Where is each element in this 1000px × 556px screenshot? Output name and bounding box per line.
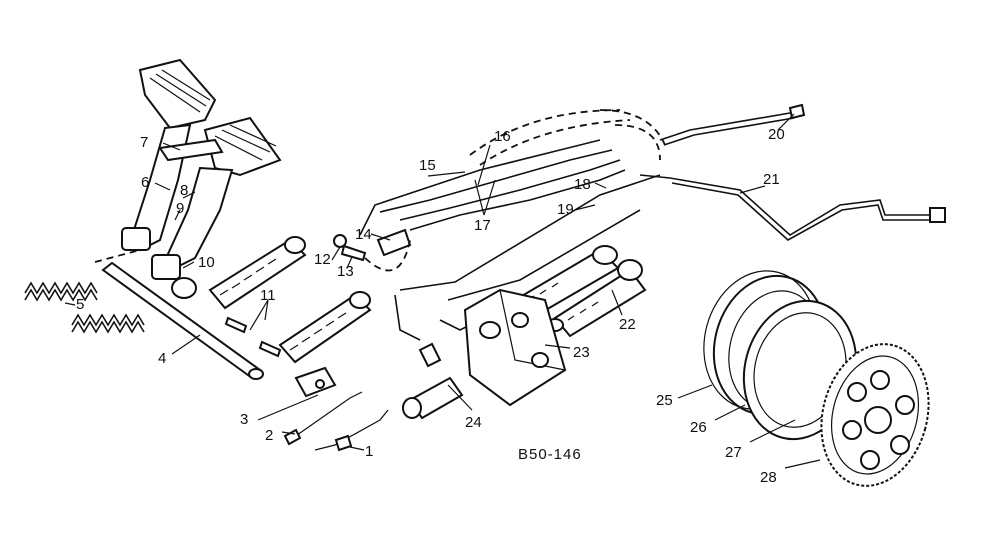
- leader-lines: [64, 113, 821, 469]
- callout-10: 10: [198, 254, 215, 271]
- brake-pedal-assembly: [121, 58, 282, 299]
- callout-25: 25: [656, 392, 673, 409]
- callout-16: 16: [494, 128, 511, 145]
- callout-11: 11: [260, 287, 276, 304]
- hoses: [359, 109, 666, 236]
- brake-discs: [703, 270, 930, 487]
- callout-15: 15: [419, 157, 436, 174]
- cross-shaft: [101, 261, 264, 380]
- master-cylinders-left: [208, 236, 372, 364]
- figure-reference: B50-146: [518, 446, 582, 463]
- callout-4: 4: [158, 350, 166, 367]
- feed-pipes: [394, 174, 661, 341]
- callout-17: 17: [474, 217, 491, 234]
- callout-20: 20: [768, 126, 785, 143]
- callout-14: 14: [355, 226, 372, 243]
- callout-21: 21: [763, 171, 780, 188]
- small-fittings-12-14: [333, 228, 412, 272]
- callout-18: 18: [574, 176, 591, 193]
- brake-pipes: [639, 103, 946, 241]
- clevis-parts: [283, 366, 389, 452]
- callout-12: 12: [314, 251, 331, 268]
- callout-6: 6: [141, 174, 149, 191]
- callout-9: 9: [176, 200, 184, 217]
- callout-19: 19: [557, 201, 574, 218]
- bolts-11: [224, 316, 282, 358]
- return-springs: [24, 249, 145, 334]
- mounting-bracket-23: [463, 288, 567, 407]
- callout-24: 24: [465, 414, 482, 431]
- callout-8: 8: [180, 182, 188, 199]
- callout-27: 27: [725, 444, 742, 461]
- callout-26: 26: [690, 419, 707, 436]
- callout-1: 1: [365, 443, 373, 460]
- callout-7: 7: [140, 134, 148, 151]
- callout-13: 13: [337, 263, 354, 280]
- callout-3: 3: [240, 411, 248, 428]
- callout-5: 5: [76, 296, 84, 313]
- valve-24: [402, 342, 464, 420]
- callouts: 1 2 3 4 5 6 7 8 9 10 11 12 13 14 15 16 1…: [76, 126, 785, 486]
- callout-23: 23: [573, 344, 590, 361]
- callout-2: 2: [265, 427, 273, 444]
- callout-22: 22: [619, 316, 636, 333]
- callout-28: 28: [760, 469, 777, 486]
